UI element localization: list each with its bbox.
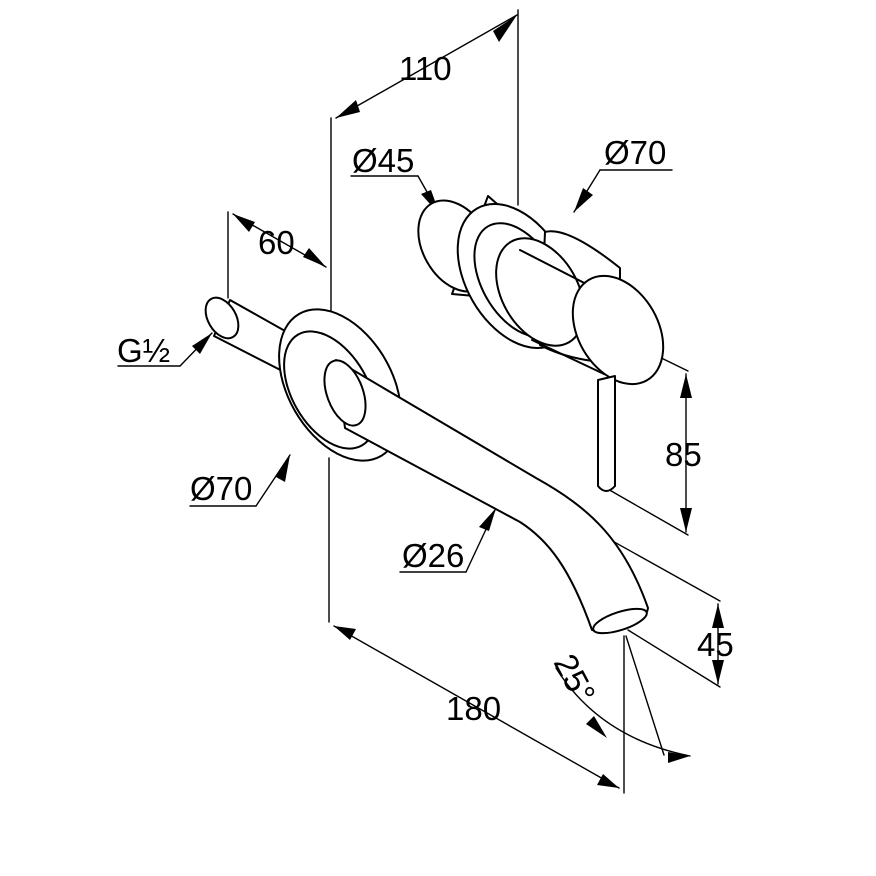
label-dia26: Ø26 xyxy=(402,537,464,574)
label-60: 60 xyxy=(258,224,295,261)
control-handle xyxy=(417,195,665,492)
dimension-labels: 110 Ø45 Ø70 60 G½ 85 Ø70 Ø26 45 25° 180 xyxy=(117,50,734,727)
label-dia70-top: Ø70 xyxy=(604,134,666,171)
label-dia45: Ø45 xyxy=(352,142,414,179)
label-dia70-bottom: Ø70 xyxy=(190,470,252,507)
label-85: 85 xyxy=(665,436,702,473)
dimension-lines xyxy=(117,9,721,794)
dimension-arrows xyxy=(192,15,724,788)
label-25deg: 25° xyxy=(547,648,603,709)
label-110: 110 xyxy=(399,50,452,87)
spout-assembly xyxy=(204,296,649,635)
label-180: 180 xyxy=(446,690,501,727)
label-45: 45 xyxy=(697,626,734,663)
label-g12: G½ xyxy=(117,332,170,369)
